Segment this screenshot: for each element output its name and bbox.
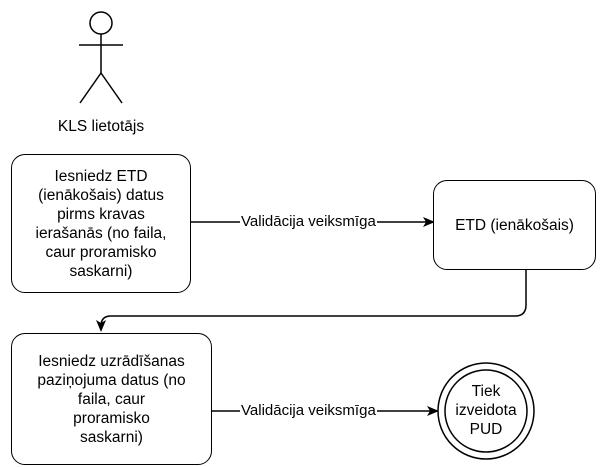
pud-inner-circle — [444, 369, 528, 453]
actor-head — [89, 11, 113, 35]
node-etd-incoming: ETD (ienākošais) — [433, 180, 596, 270]
actor-figure — [79, 11, 123, 104]
node-submit-notice: Iesniedz uzrādīšanas paziņojuma datus (n… — [11, 333, 212, 465]
actor-label: KLS lietotājs — [57, 118, 145, 135]
node-submit-etd: Iesniedz ETD (ienākošais) datus pirms kr… — [11, 154, 191, 293]
actor-right-leg — [100, 72, 123, 104]
edge-label-etd-validation: Validācija veiksmīga — [240, 213, 377, 231]
node-pud: Tiek izveidota PUD — [455, 383, 517, 438]
actor-left-leg — [79, 72, 102, 104]
pud-node-shape — [437, 362, 535, 460]
edge-label-notice-validation: Validācija veiksmīga — [240, 402, 377, 420]
edge-etd-to-notice — [96, 270, 527, 332]
